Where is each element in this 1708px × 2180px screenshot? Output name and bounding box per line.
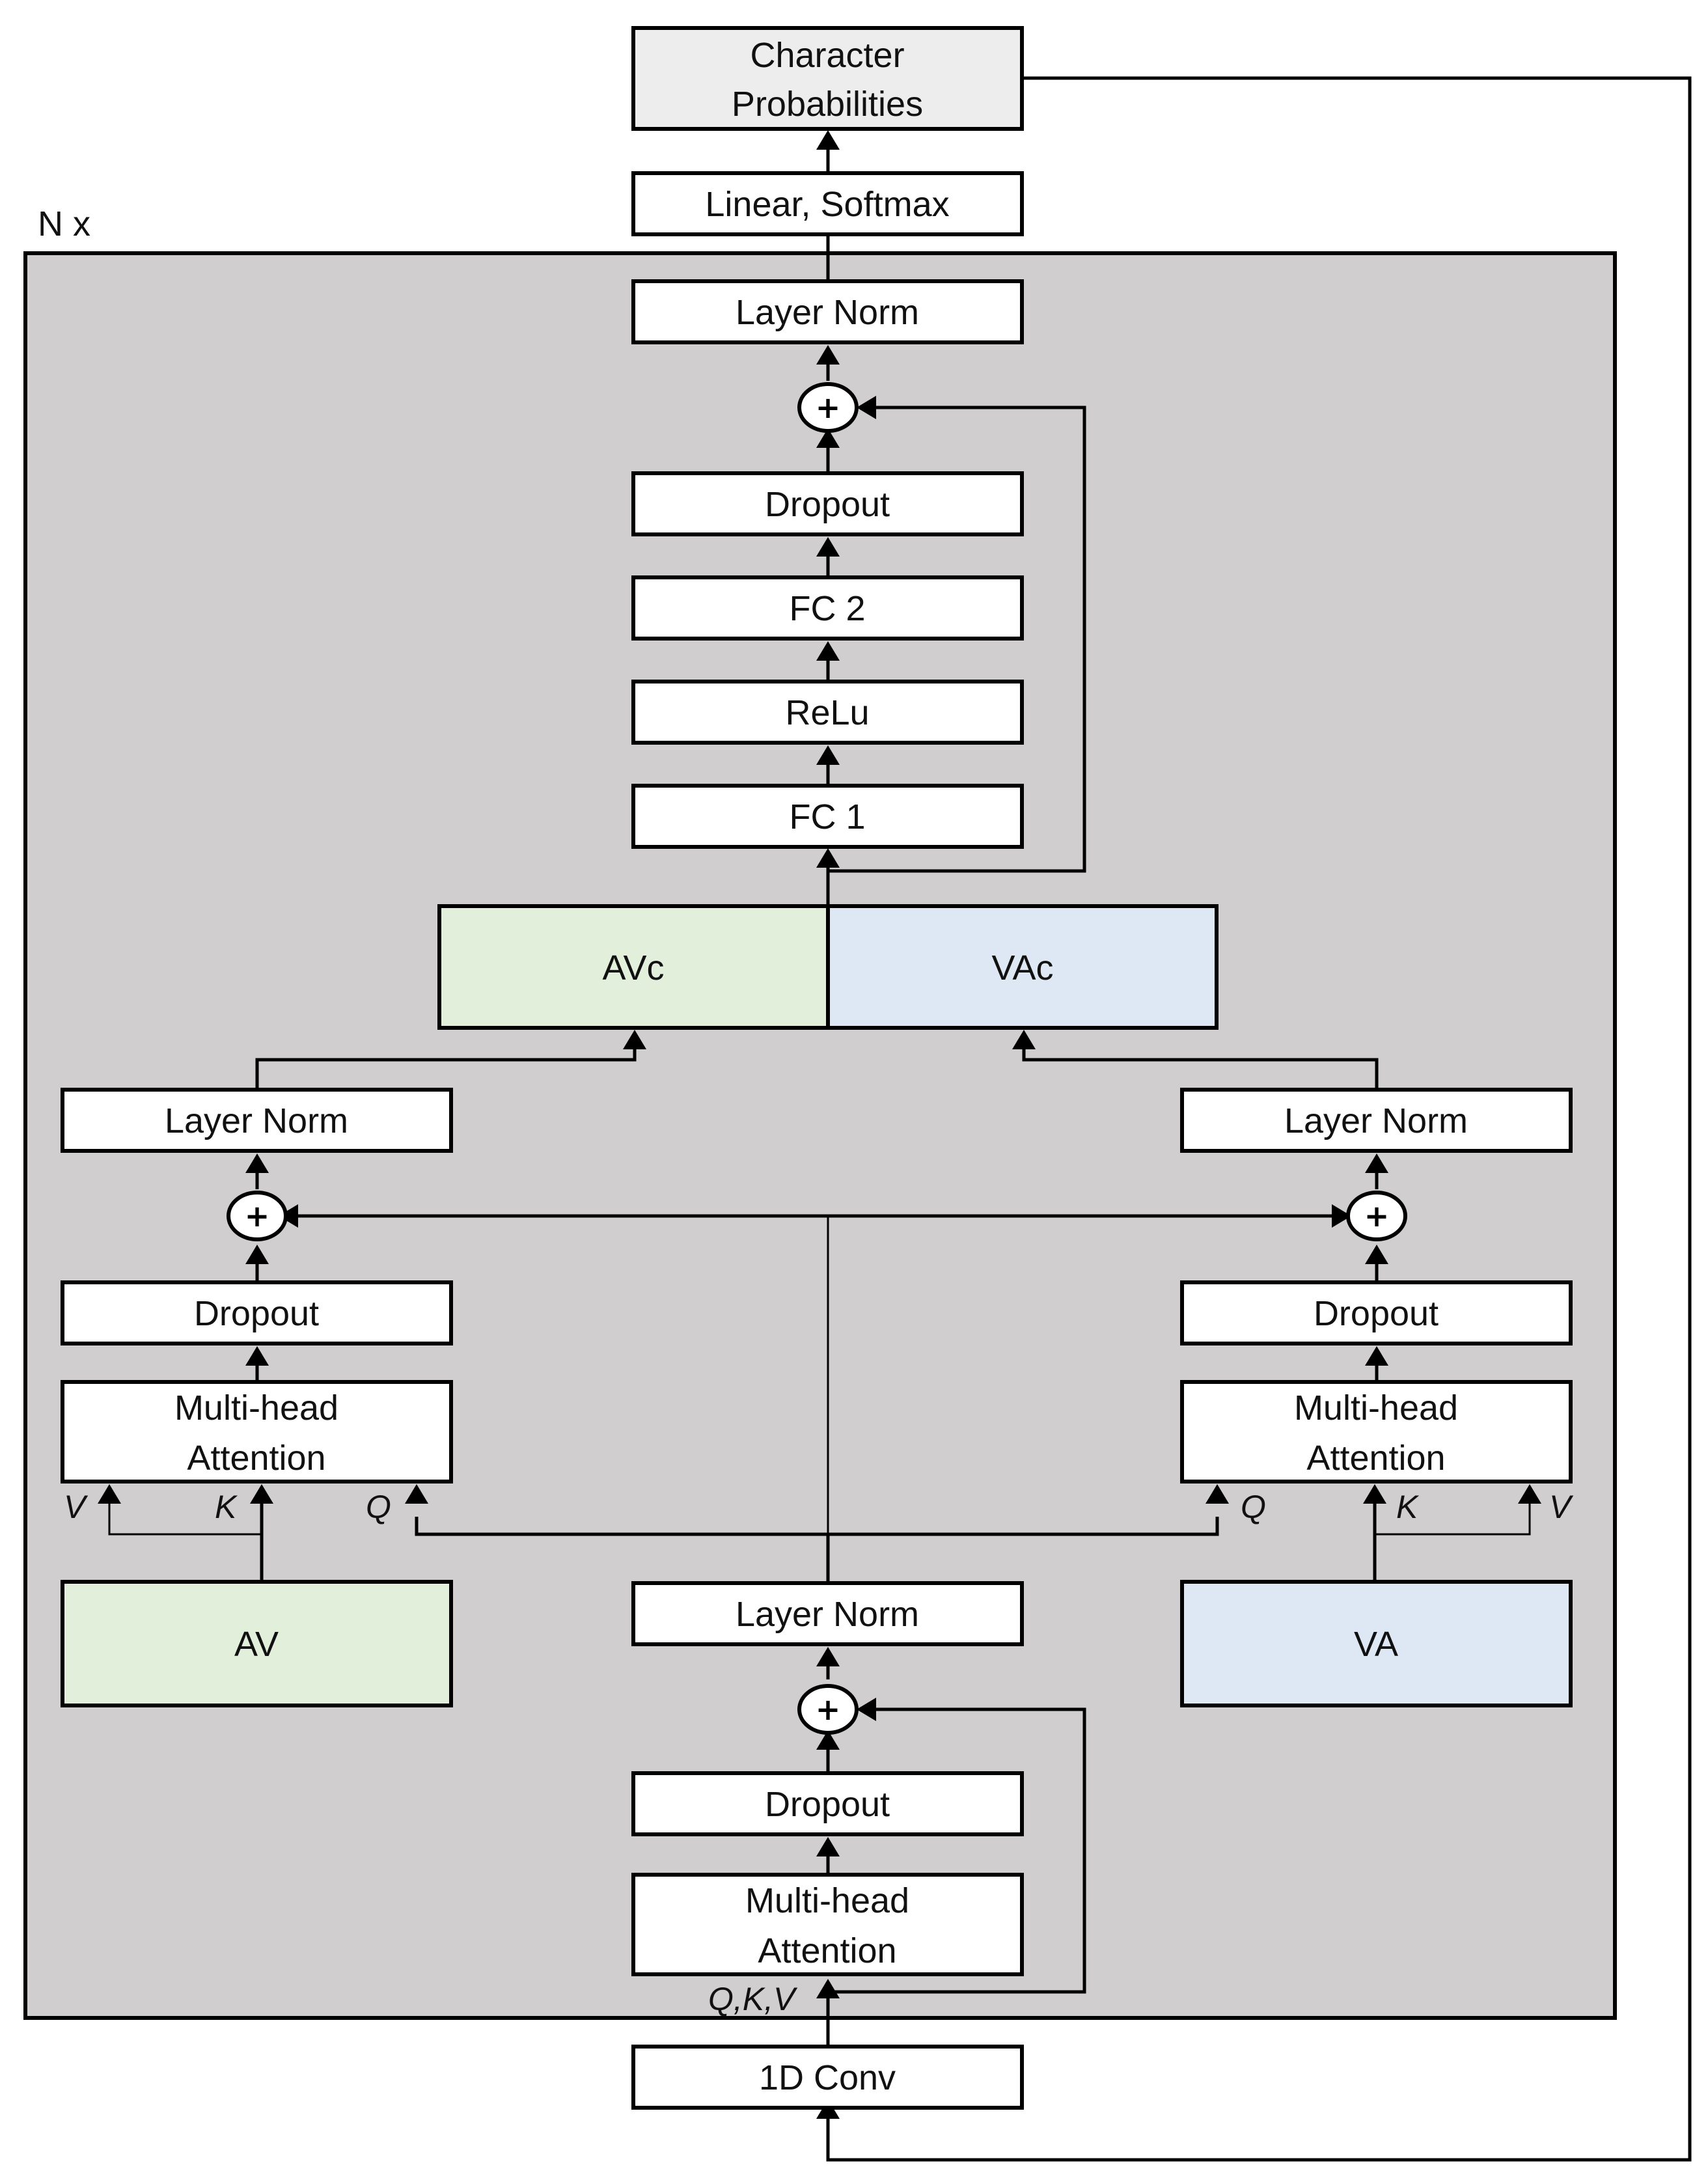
arrowhead xyxy=(816,428,840,448)
block-label: ReLu xyxy=(785,693,869,732)
input-label-k: K xyxy=(215,1489,238,1525)
input-label-qkv: Q,K,V xyxy=(708,1981,798,2017)
arrowhead xyxy=(245,1245,269,1264)
block-label: FC 1 xyxy=(789,797,865,836)
arrowhead xyxy=(245,1153,269,1173)
right-mha-block: Multi-head Attention xyxy=(1180,1380,1573,1483)
arrowhead xyxy=(1363,1484,1386,1504)
top-dropout-block: Dropout xyxy=(631,471,1024,536)
arrowhead xyxy=(816,1730,840,1750)
input-label-q: Q xyxy=(366,1489,391,1525)
arrowhead xyxy=(98,1484,121,1504)
svg-text:+: + xyxy=(816,1692,841,1727)
fc2-block: FC 2 xyxy=(631,575,1024,641)
svg-text:+: + xyxy=(245,1198,270,1234)
top-layer-norm-block: Layer Norm xyxy=(631,279,1024,344)
block-label: Dropout xyxy=(1314,1294,1439,1333)
block-label: Attention xyxy=(758,1931,896,1970)
arrowhead xyxy=(1332,1204,1351,1228)
av-block: AV xyxy=(61,1580,453,1707)
arrowhead xyxy=(816,345,840,365)
block-label: Dropout xyxy=(765,1785,890,1824)
block-label: Linear, Softmax xyxy=(705,185,949,224)
arrowhead xyxy=(1365,1153,1388,1173)
right-layer-norm-block: Layer Norm xyxy=(1180,1088,1573,1153)
center-add-node: + xyxy=(797,1684,859,1735)
arrowhead xyxy=(816,537,840,557)
block-label: Multi-head xyxy=(745,1881,909,1920)
arrowhead xyxy=(816,1837,840,1856)
block-label: VAc xyxy=(991,948,1053,987)
block-label: AVc xyxy=(602,948,664,987)
avc-block: AVc xyxy=(437,904,830,1030)
arrowhead xyxy=(816,641,840,661)
block-label: FC 2 xyxy=(789,589,865,628)
arrowhead xyxy=(816,1647,840,1666)
relu-block: ReLu xyxy=(631,680,1024,745)
arrowhead xyxy=(1205,1484,1229,1504)
connections xyxy=(98,76,1692,2162)
repeat-label: N x xyxy=(38,204,90,243)
arrowhead xyxy=(816,130,840,150)
block-label: Multi-head xyxy=(1294,1388,1458,1428)
input-label-k: K xyxy=(1396,1489,1420,1525)
top-add-node: + xyxy=(797,382,859,433)
linear-softmax-block: Linear, Softmax xyxy=(631,171,1024,236)
right-dropout-block: Dropout xyxy=(1180,1280,1573,1345)
arrowhead xyxy=(245,1346,269,1366)
center-mha-block: Multi-head Attention xyxy=(631,1873,1024,1976)
arrowhead xyxy=(1365,1346,1388,1366)
block-label: Layer Norm xyxy=(165,1101,348,1140)
feedback-wire xyxy=(826,76,1692,2162)
left-dropout-block: Dropout xyxy=(61,1280,453,1345)
arrowhead xyxy=(1365,1245,1388,1264)
block-label: Dropout xyxy=(194,1294,319,1333)
vac-block: VAc xyxy=(826,904,1219,1030)
center-layer-norm-block: Layer Norm xyxy=(631,1581,1024,1646)
va-block: VA xyxy=(1180,1580,1573,1707)
arrowhead xyxy=(279,1204,298,1228)
left-mha-block: Multi-head Attention xyxy=(61,1380,453,1483)
input-label-v: V xyxy=(1549,1489,1574,1525)
svg-text:+: + xyxy=(1364,1198,1390,1234)
arrowhead xyxy=(857,396,876,419)
arrowhead xyxy=(816,745,840,765)
block-label: Dropout xyxy=(765,485,890,524)
block-label: AV xyxy=(234,1625,279,1664)
block-label: Layer Norm xyxy=(736,1595,919,1634)
block-label: 1D Conv xyxy=(759,2058,896,2097)
arrowhead xyxy=(405,1484,428,1504)
block-label: Layer Norm xyxy=(1284,1101,1468,1140)
arrowhead xyxy=(816,848,840,868)
arrowhead xyxy=(1518,1484,1541,1504)
right-add-node: + xyxy=(1346,1191,1407,1241)
character-probabilities-block: Character Probabilities xyxy=(631,26,1024,131)
block-label: Layer Norm xyxy=(736,293,919,332)
svg-text:+: + xyxy=(816,390,841,425)
block-label: Multi-head xyxy=(174,1388,338,1428)
arrowhead xyxy=(623,1030,646,1049)
input-label-v: V xyxy=(64,1489,89,1525)
block-label: Attention xyxy=(187,1439,325,1478)
arrowhead xyxy=(857,1698,876,1721)
fc1-block: FC 1 xyxy=(631,784,1024,849)
conv1d-block: 1D Conv xyxy=(631,2045,1024,2110)
block-label: VA xyxy=(1354,1625,1398,1664)
input-label-q: Q xyxy=(1241,1489,1266,1525)
arrowhead xyxy=(1012,1030,1036,1049)
block-label: Attention xyxy=(1306,1439,1445,1478)
block-label: Probabilities xyxy=(732,85,923,124)
left-add-node: + xyxy=(227,1191,288,1241)
center-dropout-block: Dropout xyxy=(631,1771,1024,1836)
block-label: Character xyxy=(750,36,904,75)
left-layer-norm-block: Layer Norm xyxy=(61,1088,453,1153)
arrowhead xyxy=(250,1484,273,1504)
